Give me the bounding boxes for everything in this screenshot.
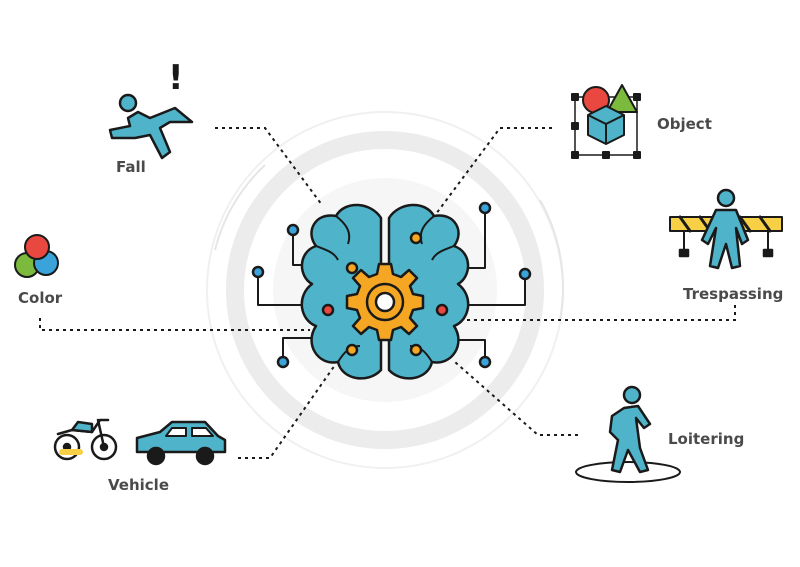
label-trespassing: Trespassing — [683, 285, 784, 303]
connector-loitering — [454, 361, 578, 436]
trespassing-person-icon — [669, 188, 783, 270]
dotted-connectors — [39, 127, 736, 459]
label-loitering: Loitering — [668, 430, 745, 448]
motorcycle-icon — [53, 418, 118, 461]
connector-vehicle — [238, 364, 336, 459]
color-circles-icon — [14, 234, 59, 278]
falling-person-icon — [108, 93, 194, 160]
label-color: Color — [18, 289, 63, 307]
label-object: Object — [657, 115, 712, 133]
exclamation-mark: ! — [168, 58, 184, 98]
label-vehicle: Vehicle — [108, 476, 169, 494]
connector-color — [39, 318, 310, 331]
label-fall: Fall — [116, 158, 146, 176]
connector-object — [429, 127, 552, 223]
object-shapes-icon — [571, 84, 641, 159]
connector-fall — [215, 127, 323, 206]
loitering-person-icon — [575, 385, 681, 483]
connector-trespassing — [460, 305, 736, 321]
car-icon — [135, 420, 227, 466]
brain-gear-icon — [251, 201, 532, 380]
